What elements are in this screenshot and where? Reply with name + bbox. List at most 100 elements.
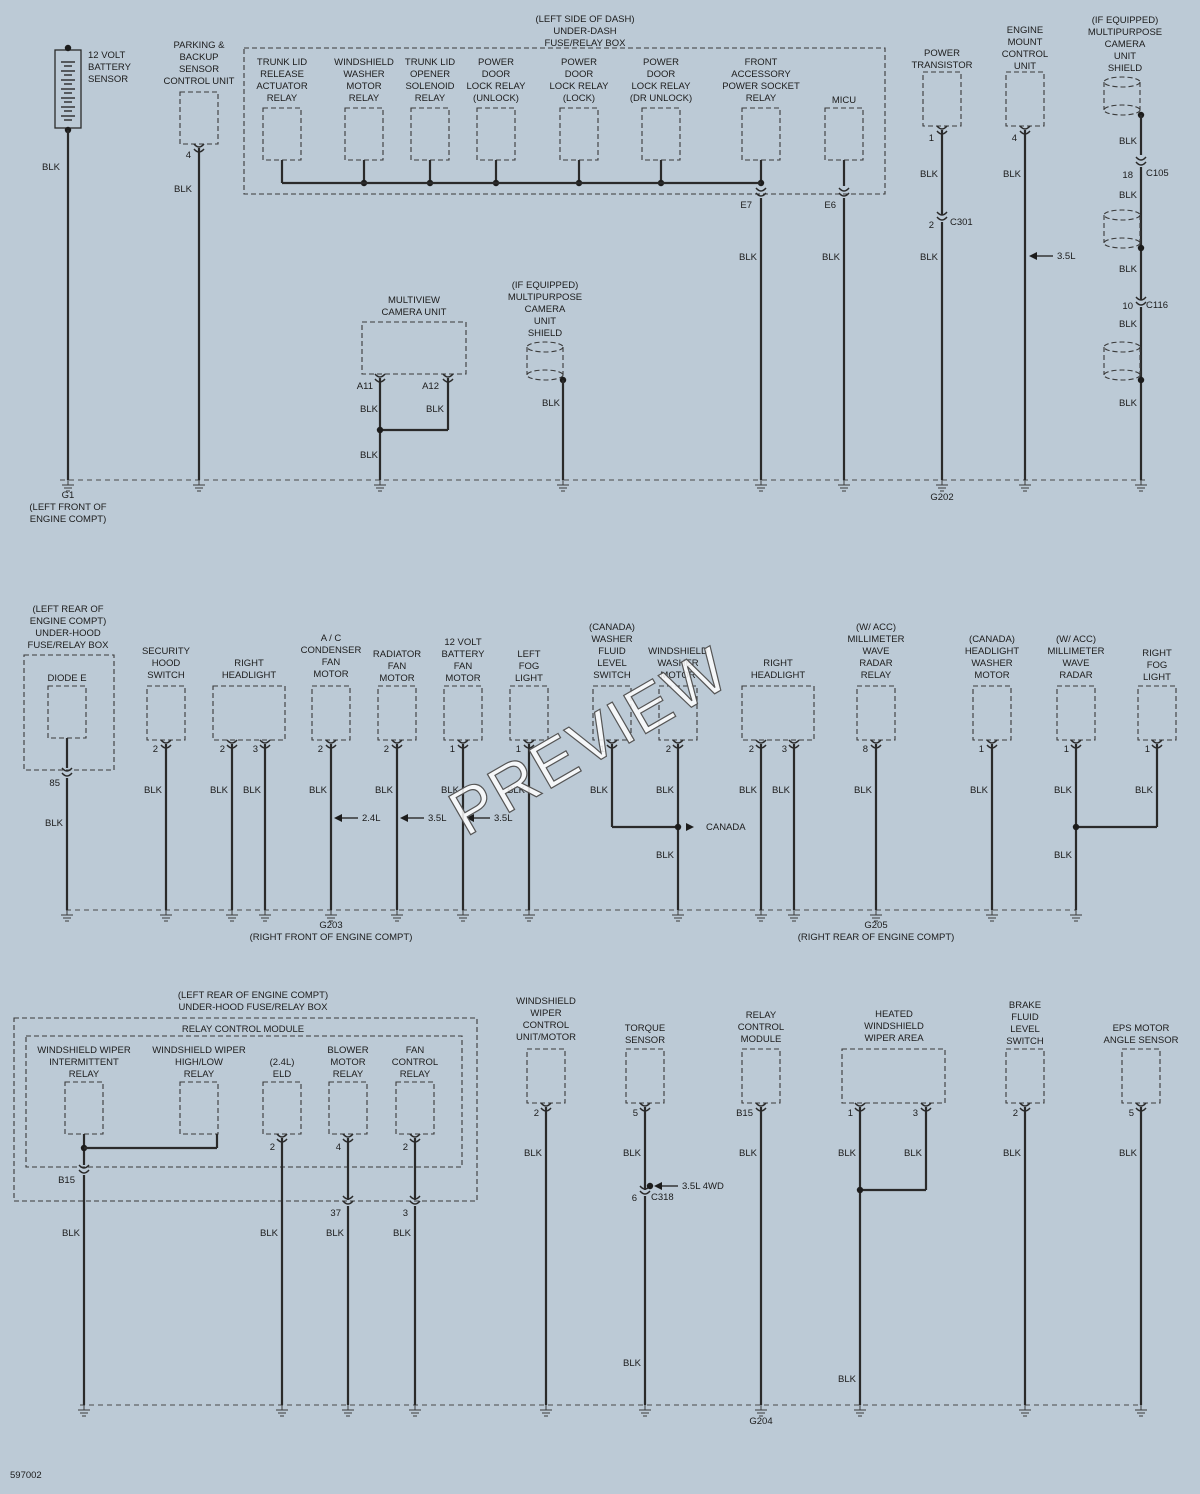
component-box: [443, 685, 483, 741]
connector-symbol: [342, 1133, 354, 1138]
wire-color-label: BLK: [441, 785, 460, 796]
connector-symbol: [639, 1190, 651, 1195]
eld-box: [262, 1081, 302, 1135]
shield-symbol: [1103, 76, 1141, 88]
note-label: 3.5L: [494, 813, 513, 824]
pin-label: 5: [633, 1108, 638, 1119]
component-box: [1056, 685, 1096, 741]
connector-symbol: [160, 739, 172, 744]
pin-label: 1: [600, 744, 605, 755]
pin-label: 1: [848, 1108, 853, 1119]
ground-label: G203(RIGHT FRONT OF ENGINE COMPT): [250, 920, 413, 943]
arrow-pointer: [1029, 252, 1037, 260]
component-label: DIODE E: [47, 673, 86, 684]
component-box: [856, 685, 896, 741]
component-box: [311, 685, 351, 741]
wire-color-label: BLK: [1003, 1148, 1022, 1159]
connector-symbol: [1019, 1102, 1031, 1107]
connector-symbol: [1135, 1102, 1147, 1107]
connector-symbol: [639, 1102, 651, 1107]
preview-watermark: PREVIEW: [437, 632, 741, 849]
connector-symbol: [409, 1195, 421, 1200]
splice-dot: [1137, 376, 1145, 384]
wire-color-label: BLK: [920, 169, 939, 180]
pin-label: 37: [330, 1208, 341, 1219]
wire-color-label: BLK: [1003, 169, 1022, 180]
wire-color-label: BLK: [1119, 136, 1138, 147]
micu-box: [824, 107, 864, 161]
relay-control-module-box: [25, 1035, 463, 1168]
pin-label: B15: [58, 1175, 75, 1186]
wire-color-label: BLK: [243, 785, 262, 796]
connector-symbol: [606, 739, 618, 744]
pin-label: 3: [403, 1208, 408, 1219]
pin-label: 4: [1012, 133, 1017, 144]
connector-symbol: [1070, 739, 1082, 744]
wire-color-label: BLK: [904, 1148, 923, 1159]
connector-symbol: [226, 739, 238, 744]
connector-symbol: [755, 187, 767, 192]
relay-box: [476, 107, 516, 161]
pin-label: 2: [929, 220, 934, 231]
wire-color-label: BLK: [260, 1228, 279, 1239]
arrow-pointer: [400, 814, 408, 822]
connector-symbol: [259, 739, 271, 744]
pin-label: 4: [186, 150, 191, 161]
connector-symbol: [986, 739, 998, 744]
relay-box: [410, 107, 450, 161]
component-box: [592, 685, 632, 741]
wire-color-label: BLK: [62, 1228, 81, 1239]
pin-label: E7: [740, 200, 752, 211]
pin-label: 18: [1122, 170, 1133, 181]
under-hood-fuse-box: [13, 1017, 478, 1202]
connector-symbol: [540, 1102, 552, 1107]
wire-color-label: BLK: [838, 1374, 857, 1385]
pin-label: 2: [403, 1142, 408, 1153]
wire-color-label: BLK: [1054, 850, 1073, 861]
shield-symbol: [1103, 369, 1141, 381]
connector-symbol: [1019, 125, 1031, 130]
component-box: [1121, 1048, 1161, 1104]
diode-box: [47, 685, 87, 739]
relay-box: [395, 1081, 435, 1135]
shield-symbol: [1103, 341, 1141, 353]
splice-dot: [1072, 823, 1080, 831]
connector-symbol: [523, 739, 535, 744]
connector-symbol: [936, 125, 948, 130]
arrow-pointer: [466, 814, 474, 822]
wire-color-label: BLK: [772, 785, 791, 796]
wire-color-label: BLK: [507, 785, 526, 796]
wire-color-label: BLK: [1119, 319, 1138, 330]
pin-label: 3: [913, 1108, 918, 1119]
relay-box: [641, 107, 681, 161]
pin-label: E6: [824, 200, 836, 211]
figure-id: 597002: [10, 1470, 42, 1481]
relay-box: [64, 1081, 104, 1135]
pin-label: 5: [1129, 1108, 1134, 1119]
shield-symbol: [526, 341, 564, 353]
component-box: [1137, 685, 1177, 741]
wire-color-label: BLK: [970, 785, 989, 796]
pin-label: A12: [422, 381, 439, 392]
pin-label: 1: [929, 133, 934, 144]
wire-color-label: BLK: [739, 252, 758, 263]
heated-wiper-area-box: [841, 1048, 946, 1104]
